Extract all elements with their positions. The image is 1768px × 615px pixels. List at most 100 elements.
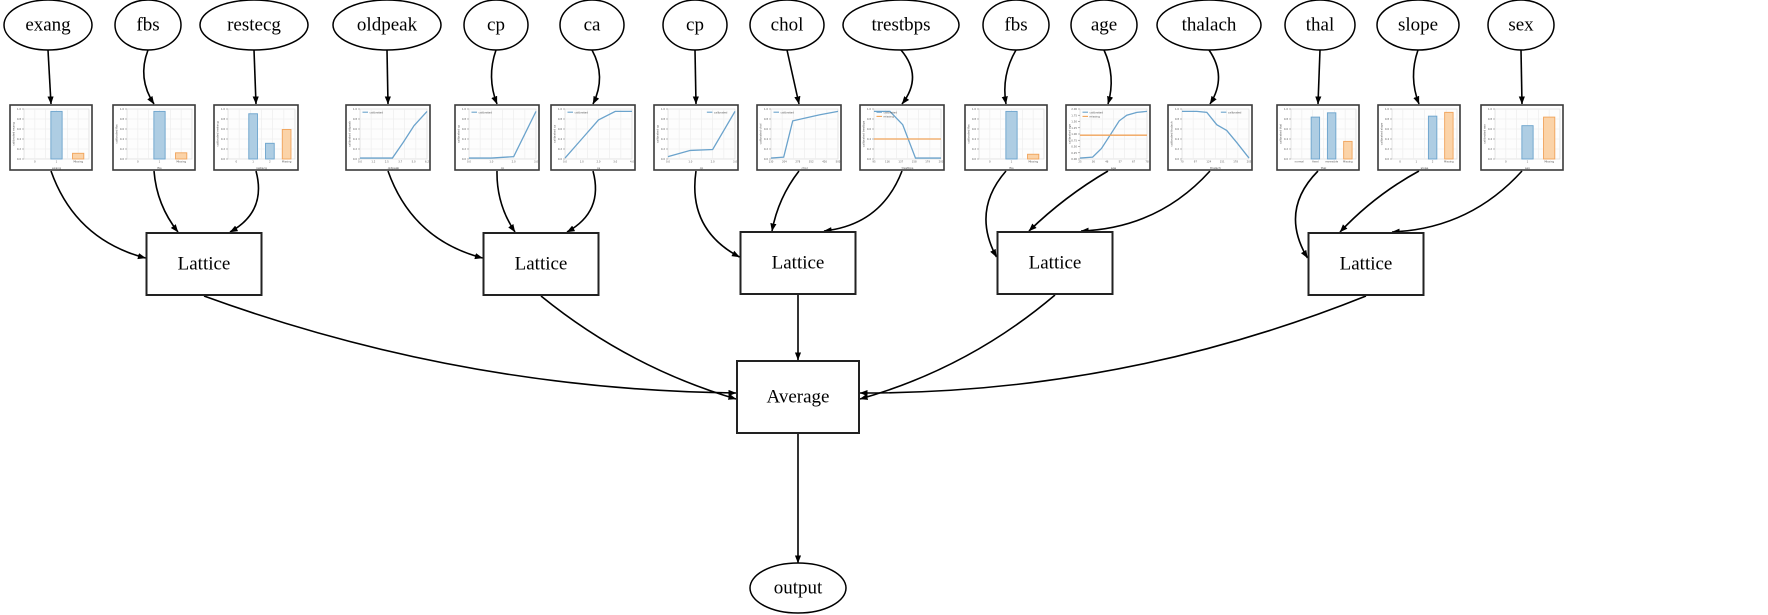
output-node[interactable]: output [749, 562, 847, 614]
input-node-oldpeak[interactable]: oldpeak [332, 0, 442, 51]
edge-oldpeak-to-calibrator [384, 49, 391, 105]
input-node-cp[interactable]: cp [662, 0, 728, 51]
input-node-label: slope [1398, 14, 1438, 35]
svg-text:thalach: thalach [1210, 166, 1221, 170]
input-node-trestbps[interactable]: trestbps [842, 0, 960, 51]
input-node-ca[interactable]: ca [559, 0, 625, 51]
svg-text:0.8: 0.8 [1488, 117, 1492, 121]
edge-sex-to-calibrator [1518, 49, 1525, 105]
lattice-node-3[interactable]: Lattice [739, 231, 857, 295]
svg-text:calibrated slope: calibrated slope [1380, 123, 1384, 146]
edge-ca-to-calibrator [591, 49, 601, 105]
svg-text:2.00: 2.00 [1071, 107, 1077, 111]
svg-text:0.6: 0.6 [764, 127, 768, 131]
svg-text:2.0: 2.0 [512, 160, 516, 164]
input-node-fbs[interactable]: fbs [114, 0, 182, 51]
svg-text:oldpeak: oldpeak [388, 166, 400, 170]
edge-calibrator-to-lattice-5 [1294, 170, 1319, 259]
svg-text:missing: missing [884, 115, 895, 119]
lattice-node-label: Lattice [1340, 253, 1393, 274]
svg-text:151: 151 [1220, 160, 1225, 164]
svg-text:500: 500 [836, 160, 841, 164]
svg-text:1.00: 1.00 [1071, 132, 1077, 136]
input-node-restecg[interactable]: restecg [199, 0, 309, 51]
svg-text:1.0: 1.0 [1175, 107, 1179, 111]
svg-text:0.2: 0.2 [1488, 147, 1492, 151]
svg-text:278: 278 [795, 160, 800, 164]
input-node-thalach[interactable]: thalach [1156, 0, 1262, 51]
edge-calibrator-to-lattice-3 [694, 170, 740, 258]
svg-text:130: 130 [769, 160, 774, 164]
lattice-node-1[interactable]: Lattice [145, 232, 263, 296]
svg-text:0.2: 0.2 [764, 147, 768, 151]
svg-text:Missing: Missing [1028, 160, 1038, 164]
svg-text:0.0: 0.0 [661, 157, 665, 161]
edge-calibrator-to-lattice-3 [823, 170, 903, 234]
svg-text:2.0: 2.0 [597, 160, 601, 164]
edge-calibrator-to-lattice-5 [1391, 170, 1523, 235]
average-node[interactable]: Average [736, 360, 860, 434]
svg-text:0.6: 0.6 [1175, 127, 1179, 131]
input-node-fbs[interactable]: fbs [982, 0, 1050, 51]
svg-text:reversible: reversible [1325, 160, 1338, 164]
svg-text:0.8: 0.8 [972, 117, 976, 121]
svg-text:1: 1 [159, 160, 161, 164]
svg-text:calibrated exang: calibrated exang [12, 122, 16, 146]
lattice-node-2[interactable]: Lattice [482, 232, 600, 296]
svg-text:1.2: 1.2 [371, 160, 375, 164]
svg-text:0: 0 [236, 160, 238, 164]
lattice-node-4[interactable]: Lattice [996, 231, 1114, 295]
input-node-sex[interactable]: sex [1487, 0, 1555, 51]
edge-fbs-to-calibrator [1001, 49, 1017, 105]
svg-text:0.4: 0.4 [661, 137, 665, 141]
svg-text:57: 57 [1119, 160, 1123, 164]
svg-text:352: 352 [809, 160, 814, 164]
svg-text:0.0: 0.0 [1385, 157, 1389, 161]
input-node-label: cp [487, 14, 505, 35]
svg-text:0.0: 0.0 [467, 160, 471, 164]
svg-text:0.8: 0.8 [462, 117, 466, 121]
svg-text:1.0: 1.0 [353, 107, 357, 111]
input-node-cp[interactable]: cp [463, 0, 529, 51]
svg-text:2: 2 [1432, 160, 1434, 164]
svg-text:0.0: 0.0 [353, 157, 357, 161]
input-node-slope[interactable]: slope [1376, 0, 1460, 51]
svg-text:0.6: 0.6 [558, 127, 562, 131]
svg-text:0.4: 0.4 [558, 137, 562, 141]
svg-text:Missing: Missing [1444, 160, 1454, 164]
svg-text:0.2: 0.2 [661, 147, 665, 151]
svg-text:chol: chol [802, 166, 808, 170]
input-node-exang[interactable]: exang [3, 0, 93, 51]
svg-text:0.2: 0.2 [1284, 147, 1288, 151]
svg-text:0.8: 0.8 [120, 117, 124, 121]
svg-text:0: 0 [1505, 160, 1507, 164]
svg-text:0.4: 0.4 [1175, 137, 1179, 141]
svg-text:thal: thal [1321, 166, 1327, 170]
input-node-chol[interactable]: chol [749, 0, 825, 51]
svg-text:137: 137 [898, 160, 903, 164]
svg-text:0.8: 0.8 [661, 117, 665, 121]
svg-text:124: 124 [1206, 160, 1211, 164]
svg-text:0.6: 0.6 [1385, 127, 1389, 131]
svg-text:0.4: 0.4 [353, 137, 357, 141]
input-node-label: chol [771, 14, 804, 35]
svg-text:0.6: 0.6 [1488, 127, 1492, 131]
svg-text:1.0: 1.0 [17, 107, 21, 111]
svg-text:1.0: 1.0 [580, 160, 584, 164]
input-node-age[interactable]: age [1070, 0, 1138, 51]
svg-text:calibrated age: calibrated age [1068, 124, 1072, 144]
svg-text:0.6: 0.6 [1284, 127, 1288, 131]
svg-text:0.6: 0.6 [462, 127, 466, 131]
svg-text:calibrated: calibrated [714, 110, 728, 114]
input-node-thal[interactable]: thal [1284, 0, 1356, 51]
svg-text:1: 1 [1416, 160, 1418, 164]
lattice-node-5[interactable]: Lattice [1307, 232, 1425, 296]
edge-calibrator-to-lattice-3 [770, 170, 800, 232]
svg-text:1: 1 [1527, 160, 1529, 164]
